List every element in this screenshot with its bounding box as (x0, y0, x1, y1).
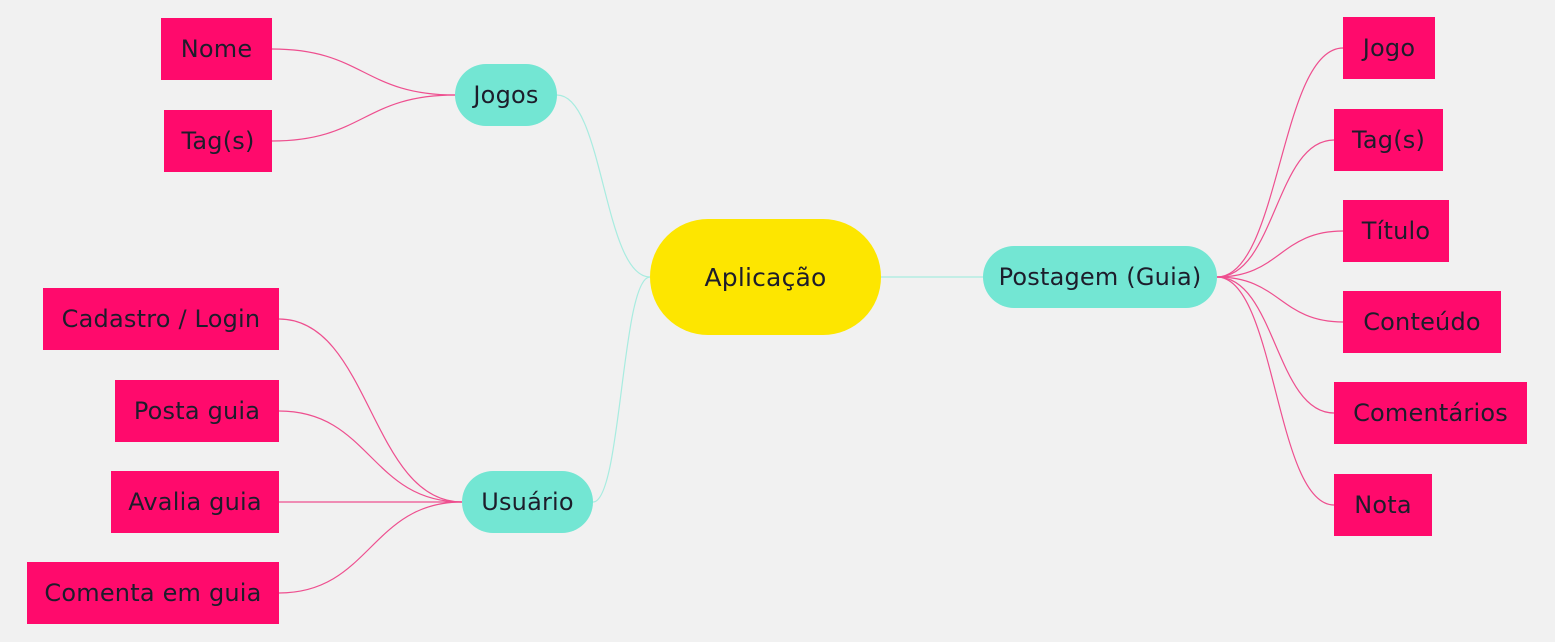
leaf-node-avalia-guia[interactable]: Avalia guia (111, 471, 279, 533)
leaf-node-nome[interactable]: Nome (161, 18, 272, 80)
link-postagem-conteudo (1216, 276, 1344, 323)
leaf-node-titulo[interactable]: Título (1343, 200, 1449, 262)
link-postagem-jogo (1216, 47, 1344, 278)
branch-node-usuario[interactable]: Usuário (462, 471, 593, 533)
leaf-node-jogo[interactable]: Jogo (1343, 17, 1435, 79)
leaf-node-posta-guia[interactable]: Posta guia (115, 380, 279, 442)
link-usuario-posta-guia (278, 410, 463, 503)
branch-node-postagem-guia[interactable]: Postagem (Guia) (983, 246, 1217, 308)
link-jogos-nome (271, 48, 456, 96)
leaf-node-nota[interactable]: Nota (1334, 474, 1432, 536)
leaf-node-comenta-em-guia[interactable]: Comenta em guia (27, 562, 279, 624)
link-usuario-comenta-em-guia (278, 501, 463, 594)
link-jogos-tags (271, 94, 456, 142)
leaf-node-conteudo[interactable]: Conteúdo (1343, 291, 1501, 353)
link-postagem-titulo (1216, 230, 1344, 278)
leaf-node-cadastro-login[interactable]: Cadastro / Login (43, 288, 279, 350)
link-postagem-nota (1216, 276, 1335, 506)
link-usuario-cadastro-login (278, 318, 463, 503)
root-node-aplicacao[interactable]: Aplicação (650, 219, 881, 335)
leaf-node-jogos-tags[interactable]: Tag(s) (164, 110, 272, 172)
link-root-usuario (592, 276, 651, 503)
leaf-node-comentarios[interactable]: Comentários (1334, 382, 1527, 444)
link-postagem-comentarios (1216, 276, 1335, 414)
link-postagem-tags (1216, 139, 1335, 278)
branch-node-jogos[interactable]: Jogos (455, 64, 557, 126)
leaf-node-postagem-tags[interactable]: Tag(s) (1334, 109, 1443, 171)
link-root-jogos (556, 94, 651, 278)
